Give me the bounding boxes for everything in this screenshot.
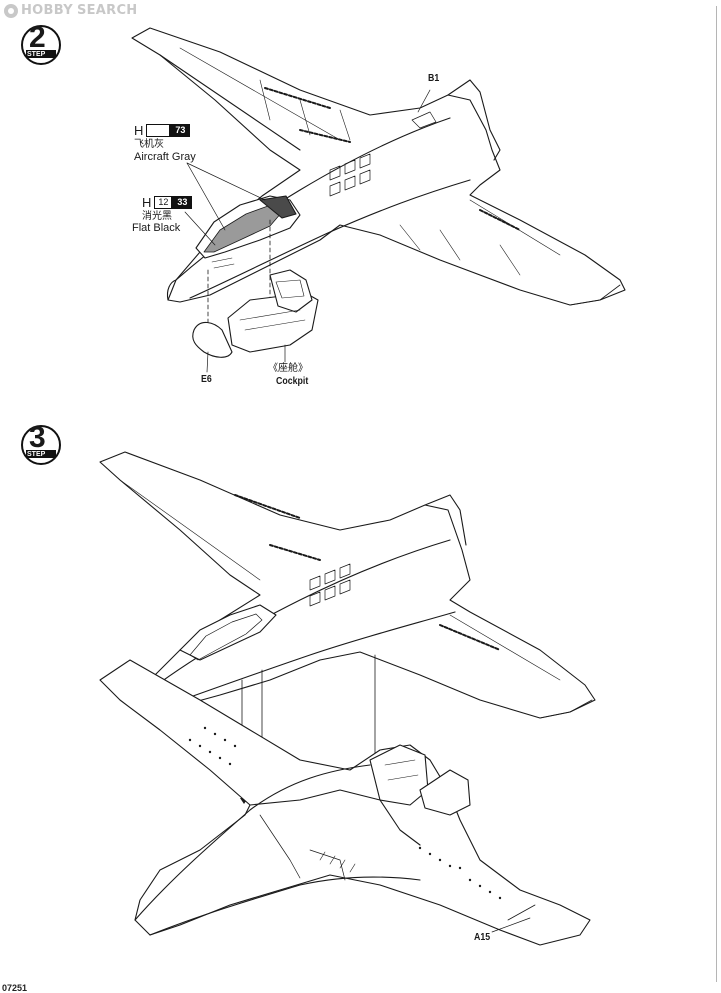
cockpit-label-cn: 《座舱》 — [268, 363, 308, 374]
paint-swatch — [146, 124, 171, 137]
step3-upper-wing — [99, 451, 596, 719]
step2-upper-wing — [131, 27, 626, 306]
paint-callout-aircraft-gray: H 73 — [134, 123, 191, 138]
paint-name-cn-black: 消光黑 — [142, 211, 172, 222]
page-border-right — [716, 6, 717, 982]
logo-circle-icon — [4, 3, 18, 18]
logo-left-text: HOBBY — [21, 3, 73, 18]
paint-name-en-gray: Aircraft Gray — [134, 151, 196, 163]
cockpit-tub-shape — [227, 269, 319, 353]
step-3-badge — [21, 425, 61, 465]
paint-code-letter: H — [134, 123, 144, 138]
paint-number-a: 12 — [154, 196, 173, 209]
step-2-badge — [21, 25, 61, 65]
part-label-e6: E6 — [201, 374, 212, 385]
part-label-b1: B1 — [428, 73, 440, 84]
paint-code-letter: H — [142, 195, 152, 210]
paint-callout-flat-black: H 12 33 — [142, 195, 193, 210]
step-3-number: 3 — [29, 421, 46, 454]
cockpit-label-en: Cockpit — [276, 376, 309, 387]
paint-name-cn-gray: 飞机灰 — [134, 139, 164, 150]
paint-name-en-black: Flat Black — [132, 222, 181, 234]
hobby-search-logo: HOBBY SEARCH — [4, 3, 138, 18]
part-e6-shape — [192, 321, 233, 358]
step-2-number: 2 — [29, 21, 46, 54]
logo-right-text: SEARCH — [76, 3, 138, 18]
footer-code: 07251 — [2, 983, 28, 993]
part-label-a15: A15 — [474, 932, 491, 943]
step2-guide-lines — [207, 219, 271, 331]
step2-leader-lines — [184, 89, 431, 373]
paint-number: 73 — [170, 124, 191, 137]
step-2-word: STEP — [27, 51, 46, 58]
step-3-word: STEP — [27, 451, 46, 458]
paint-number-b: 33 — [172, 196, 193, 209]
step3-lower-wing — [99, 659, 591, 946]
